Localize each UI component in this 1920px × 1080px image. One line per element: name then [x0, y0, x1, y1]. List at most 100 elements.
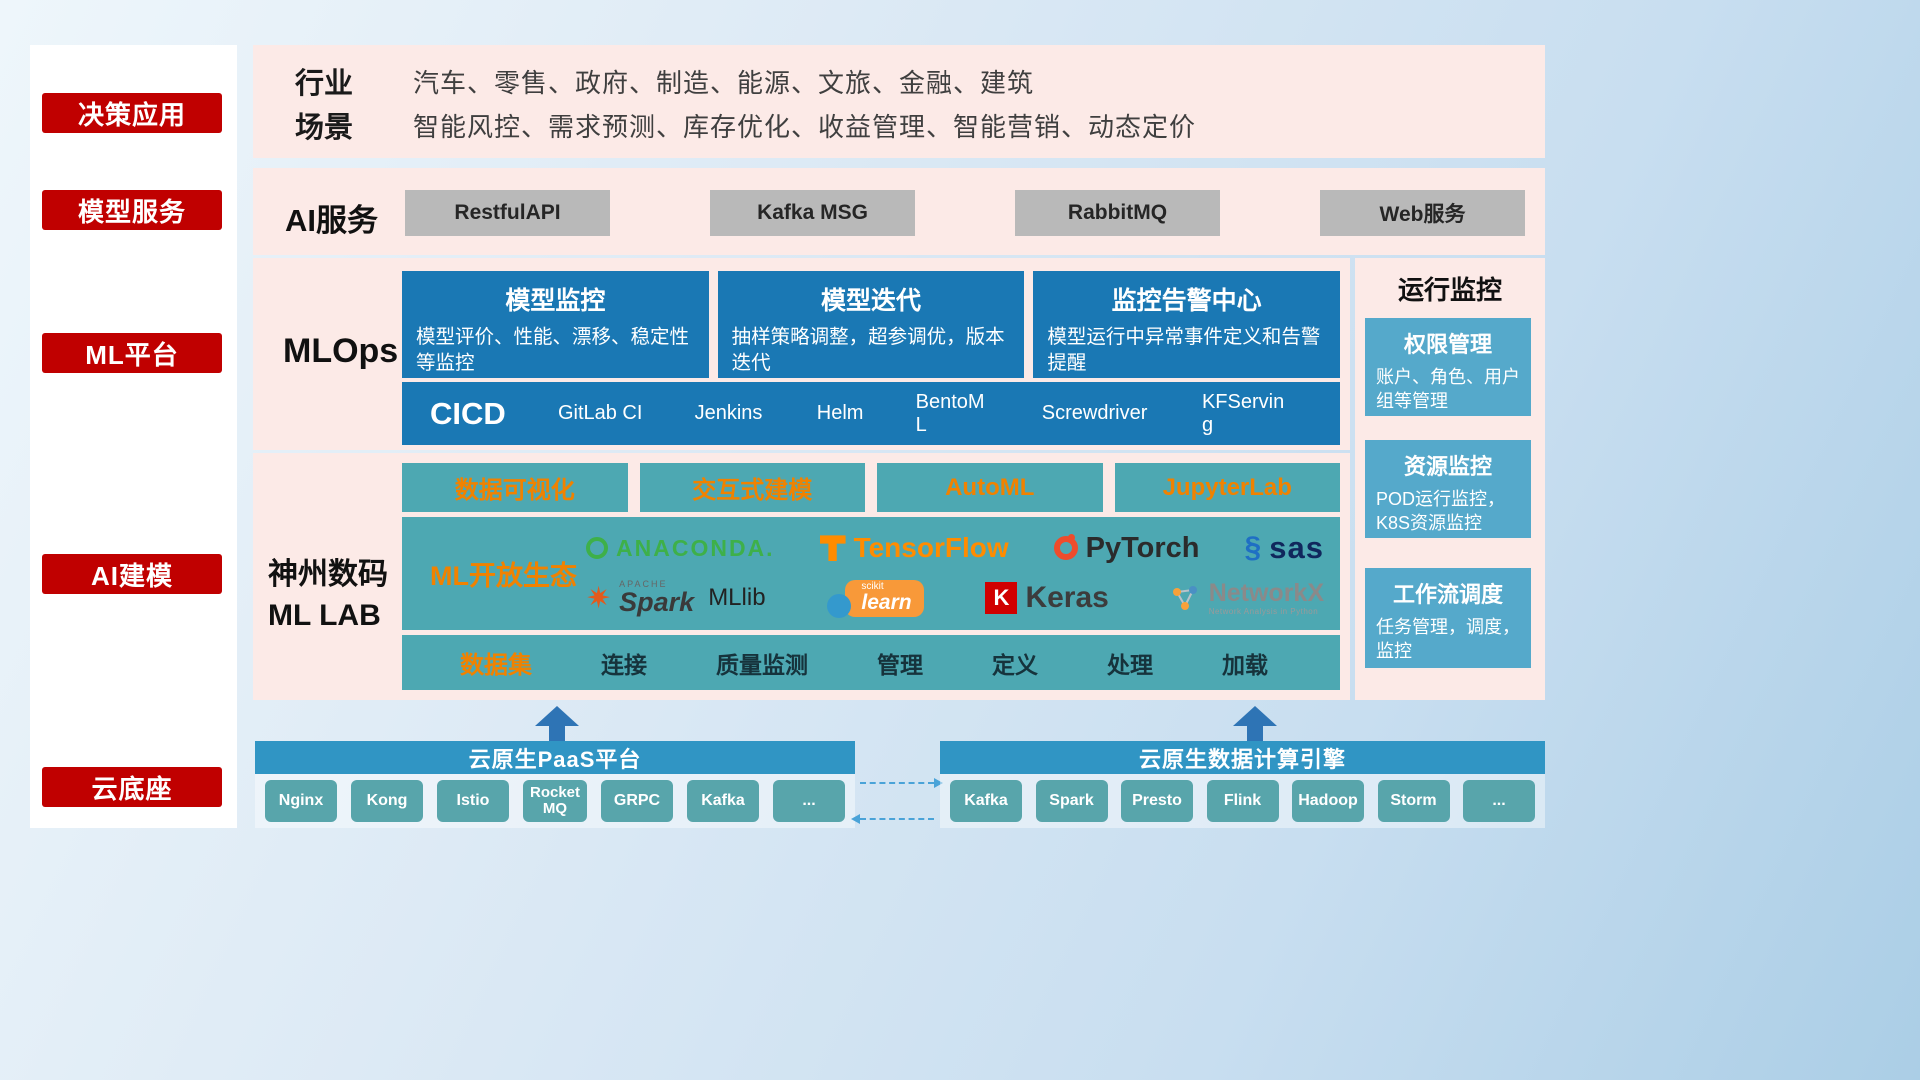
- card-desc: 模型评价、性能、漂移、稳定性等监控: [416, 326, 690, 375]
- permission-mgmt-card: 权限管理 账户、角色、用户组等管理: [1365, 318, 1531, 416]
- mlops-label: MLOps: [283, 332, 399, 370]
- restful-api-button: RestfulAPI: [405, 190, 610, 236]
- logo-row-1: ANACONDA. TensorFlow PyTorch § sas: [586, 530, 1324, 566]
- rabbitmq-button: RabbitMQ: [1015, 190, 1220, 236]
- sklearn-blue-circle-icon: [827, 594, 852, 619]
- resource-monitor-card: 资源监控 POD运行监控，K8S资源监控: [1365, 440, 1531, 538]
- sas-icon: §: [1244, 531, 1262, 565]
- cicd-item-gitlab: GitLab CI: [557, 402, 643, 424]
- more-chip: ...: [773, 780, 845, 822]
- card-desc: POD运行监控，K8S资源监控: [1376, 489, 1506, 534]
- load-label: 加载: [1222, 651, 1268, 678]
- badge-decision-apps: 决策应用: [42, 93, 222, 133]
- industry-scenario-panel: 行业 汽车、零售、政府、制造、能源、文旅、金融、建筑 场景 智能风控、需求预测、…: [253, 45, 1545, 158]
- cicd-item-helm: Helm: [816, 402, 864, 424]
- tensorflow-logo: TensorFlow: [819, 532, 1009, 564]
- kong-chip: Kong: [351, 780, 423, 822]
- alert-center-card: 监控告警中心 模型运行中异常事件定义和告警提醒: [1033, 271, 1341, 378]
- sklearn-label: learn: [861, 590, 912, 614]
- badge-ml-platform: ML平台: [42, 333, 222, 373]
- grpc-chip: GRPC: [601, 780, 673, 822]
- sklearn-top-label: scikit: [861, 580, 884, 592]
- pytorch-logo: PyTorch: [1053, 531, 1200, 565]
- run-monitoring-title: 运行监控: [1397, 275, 1502, 305]
- ml-lab-title: 神州数码 ML LAB: [268, 555, 388, 636]
- process-label: 处理: [1107, 651, 1153, 678]
- industry-row: 行业 汽车、零售、政府、制造、能源、文旅、金融、建筑: [295, 59, 1545, 103]
- badge-model-service: 模型服务: [42, 190, 222, 230]
- industry-values: 汽车、零售、政府、制造、能源、文旅、金融、建筑: [413, 67, 1035, 98]
- cicd-item-bentoml: BentoML: [915, 390, 985, 436]
- networkx-subtitle: Network Analysis in Python: [1208, 606, 1319, 616]
- spark-chip: Spark: [1035, 780, 1108, 822]
- spark-apache-label: APACHE: [619, 579, 668, 590]
- card-desc: 账户、角色、用户组等管理: [1376, 367, 1520, 412]
- card-desc: 任务管理，调度，监控: [1376, 617, 1520, 662]
- paas-tools-strip: Nginx Kong Istio RocketMQ GRPC Kafka ...: [255, 774, 855, 828]
- cicd-item-screwdriver: Screwdriver: [1041, 402, 1148, 424]
- dataset-label: 数据集: [460, 652, 532, 679]
- card-title: 监控告警中心: [1111, 287, 1262, 315]
- keras-logo: K Keras: [985, 581, 1109, 615]
- model-monitor-card: 模型监控 模型评价、性能、漂移、稳定性等监控: [402, 271, 709, 378]
- anaconda-icon: [586, 537, 608, 560]
- storm-chip: Storm: [1377, 780, 1450, 822]
- card-desc: 模型运行中异常事件定义和告警提醒: [1047, 326, 1321, 375]
- hadoop-chip: Hadoop: [1292, 780, 1364, 822]
- dataset-pipeline-row: 数据集 连接 质量监测 管理 定义 处理 加载: [402, 635, 1340, 690]
- cicd-item-jenkins: Jenkins: [694, 402, 763, 424]
- cicd-label: CICD: [430, 395, 506, 431]
- spark-mllib-logo: ✷ APACHE Spark MLlib: [586, 580, 766, 616]
- cicd-item-kfserving: KFServing: [1201, 390, 1285, 436]
- ml-lab-title-line1: 神州数码: [268, 558, 388, 591]
- kafka-msg-button: Kafka MSG: [710, 190, 915, 236]
- engine-tools-strip: Kafka Spark Presto Flink Hadoop Storm ..…: [940, 774, 1545, 828]
- tool-jupyterlab: JupyterLab: [1114, 463, 1340, 512]
- anaconda-logo: ANACONDA.: [586, 535, 775, 562]
- ml-lab-title-line2: ML LAB: [268, 598, 381, 632]
- rocketmq-chip: RocketMQ: [523, 780, 587, 822]
- keras-label: Keras: [1025, 581, 1109, 615]
- card-title: 工作流调度: [1392, 582, 1503, 607]
- card-desc: 抽样策略调整，超参调优，版本迭代: [731, 326, 1005, 375]
- pytorch-icon: [1053, 534, 1078, 561]
- keras-icon: K: [985, 582, 1018, 615]
- presto-chip: Presto: [1121, 780, 1193, 822]
- nginx-chip: Nginx: [265, 780, 337, 822]
- tensorflow-icon: [819, 535, 846, 562]
- card-title: 资源监控: [1403, 454, 1492, 479]
- scenario-values: 智能风控、需求预测、库存优化、收益管理、智能营销、动态定价: [413, 111, 1197, 142]
- scikit-learn-logo: scikit learn: [827, 579, 924, 619]
- ai-service-label: AI服务: [285, 203, 378, 238]
- define-label: 定义: [992, 651, 1038, 678]
- up-arrow-left: [535, 706, 579, 741]
- ecosystem-logos: ANACONDA. TensorFlow PyTorch § sas ✷ APA…: [586, 517, 1340, 630]
- sas-label: sas: [1269, 530, 1324, 566]
- ml-lab-tools-row: 数据可视化 交互式建模 AutoML JupyterLab: [402, 463, 1340, 512]
- card-title: 模型监控: [505, 287, 606, 315]
- badge-ai-modeling: AI建模: [42, 554, 222, 594]
- model-iteration-card: 模型迭代 抽样策略调整，超参调优，版本迭代: [717, 271, 1025, 378]
- up-arrow-right: [1233, 706, 1277, 741]
- ml-ecosystem-label: ML开放生态: [430, 561, 577, 591]
- industry-label: 行业: [295, 68, 354, 100]
- scenario-row: 场景 智能风控、需求预测、库存优化、收益管理、智能营销、动态定价: [295, 103, 1545, 147]
- dashed-arrow-left: [851, 814, 934, 824]
- dashed-arrow-right: [860, 778, 943, 788]
- tool-automl: AutoML: [877, 463, 1103, 512]
- tensorflow-label: TensorFlow: [853, 532, 1009, 564]
- flink-chip: Flink: [1206, 780, 1279, 822]
- kafka2-chip: Kafka: [950, 780, 1022, 822]
- anaconda-label: ANACONDA.: [616, 534, 775, 561]
- web-service-button: Web服务: [1320, 190, 1525, 236]
- logo-row-2: ✷ APACHE Spark MLlib scikit learn K Kera…: [586, 579, 1324, 619]
- left-rail: [30, 45, 237, 828]
- card-title: 权限管理: [1403, 332, 1492, 357]
- tool-data-visualization: 数据可视化: [402, 463, 628, 512]
- istio-chip: Istio: [437, 780, 509, 822]
- pytorch-label: PyTorch: [1085, 531, 1200, 564]
- more2-chip: ...: [1463, 780, 1535, 822]
- spark-label: Spark: [619, 587, 695, 618]
- cicd-bar: CICD GitLab CI Jenkins Helm BentoML Scre…: [402, 382, 1340, 445]
- networkx-icon: [1172, 586, 1197, 611]
